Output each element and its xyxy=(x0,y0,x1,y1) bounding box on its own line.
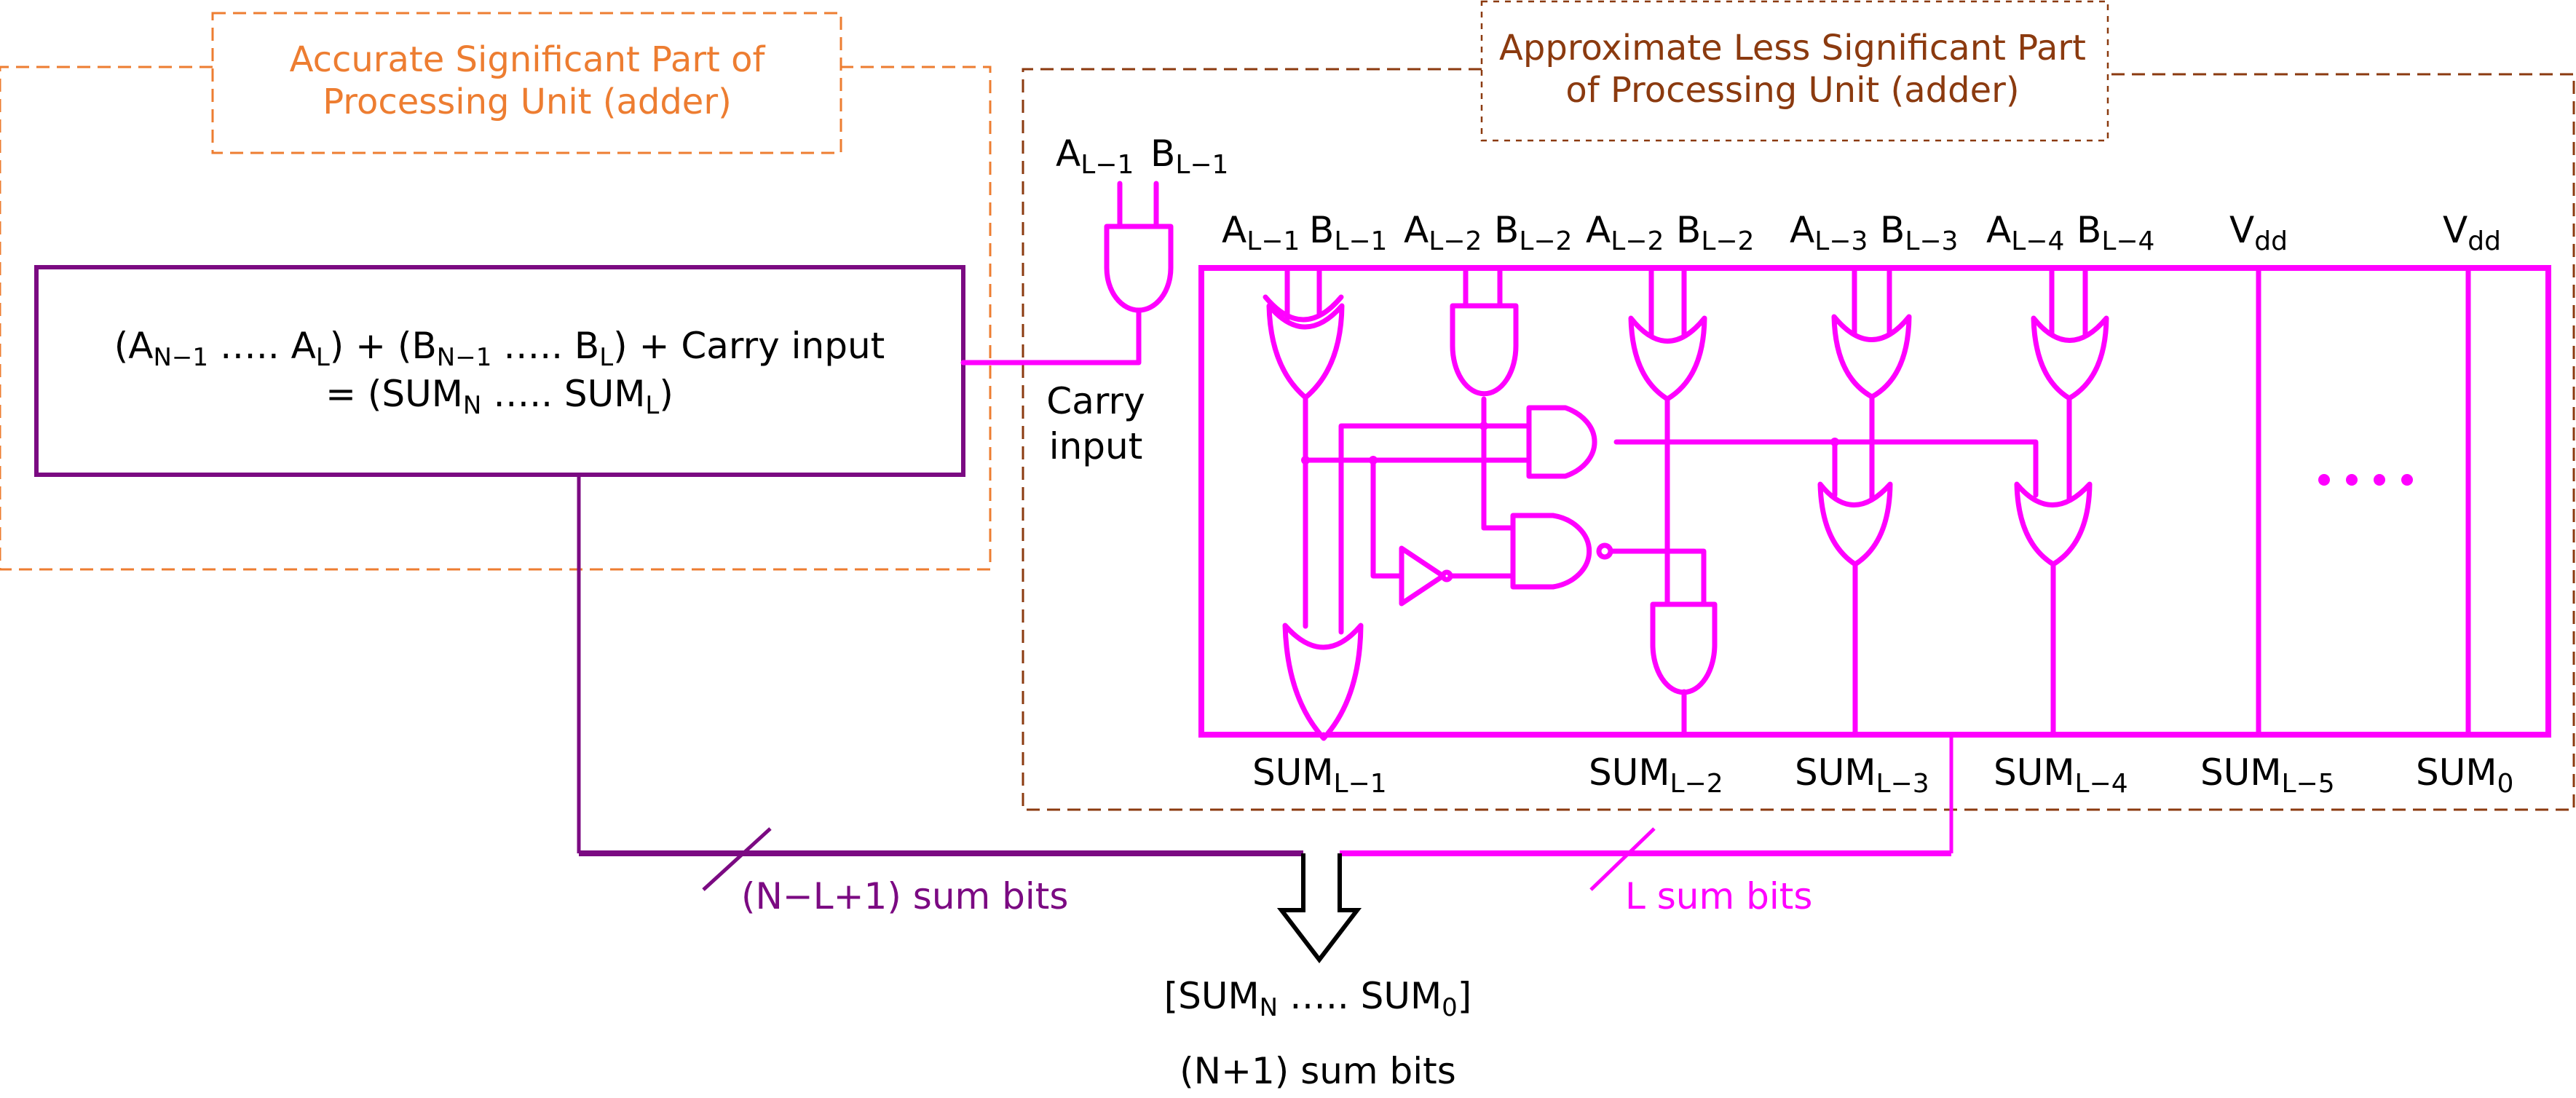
or-gate-icon xyxy=(2014,481,2093,567)
result-label: [SUMN​ ….. SUM0​] xyxy=(1164,975,1472,1022)
ellipsis-dot xyxy=(2318,474,2330,486)
bus-slash-accurate xyxy=(702,827,772,891)
carry-and-gate: AL−1​ BL−1​ Carry input xyxy=(960,133,1228,467)
top-input-label: AL−2​ xyxy=(1586,209,1664,256)
sum-output-label: SUML−5​ xyxy=(2200,751,2335,799)
or-gate-icon xyxy=(1831,314,1912,400)
bus-label-accurate: (N−L+1) sum bits xyxy=(741,875,1068,917)
and-gate-icon xyxy=(1650,601,1718,695)
nand-gate-icon xyxy=(1510,513,1592,590)
ellipsis-dot xyxy=(2401,474,2413,486)
carry-label-line1: Carry xyxy=(1046,380,1145,422)
top-input-label: AL−2​ xyxy=(1404,209,1482,256)
ellipsis-dot xyxy=(2374,474,2385,486)
top-input-label: AL−1​ xyxy=(1222,209,1300,256)
carry-input-label-a: AL−1​ xyxy=(1056,133,1134,180)
accurate-label-line1: Accurate Significant Part of xyxy=(290,39,766,80)
approximate-label-line1: Approximate Less Significant Part xyxy=(1499,28,2086,68)
approximate-circuit: AL−1​BL−1​ AL−2​ BL−2​ AL−2​ BL−2​ AL−3​ BL−3​… xyxy=(1198,209,2551,799)
sum-output-label: SUML−3​ xyxy=(1795,751,1929,799)
carry-input-label-b: BL−1​ xyxy=(1150,133,1228,180)
accurate-region: Accurate Significant Part of Processing … xyxy=(0,12,992,571)
sum-output-labels: SUML−1​ SUML−2​ SUML−3​ SUML−4​ SUML−5​ SUM0​ xyxy=(1252,751,2513,799)
result-bits-label: (N+1) sum bits xyxy=(1180,1050,1456,1092)
or-gate-icon xyxy=(1282,623,1364,741)
xor-gate-icon xyxy=(1266,303,1345,400)
sum-output-label: SUML−4​ xyxy=(1994,751,2128,799)
bus-slash-approximate xyxy=(1589,827,1656,891)
sum-output-label: SUML−1​ xyxy=(1252,751,1387,799)
carry-label-line2: input xyxy=(1049,425,1143,467)
top-input-label: BL−3​ xyxy=(1880,209,1958,256)
top-input-label: BL−2​ xyxy=(1494,209,1572,256)
accurate-region-border xyxy=(0,66,992,571)
ellipsis-dots xyxy=(2318,474,2413,486)
top-input-label: BL−1​ xyxy=(1309,209,1387,256)
top-input-labels: AL−1​BL−1​ AL−2​ BL−2​ AL−2​ BL−2​ AL−3​ BL−3​… xyxy=(1222,209,2501,256)
or-gate-icon xyxy=(2031,315,2109,401)
accurate-label-line2: Processing Unit (adder) xyxy=(323,82,732,122)
circuit-rail-box xyxy=(1198,265,2551,738)
or-gate-icon xyxy=(1817,481,1893,567)
top-input-label: AL−3​ xyxy=(1790,209,1868,256)
approximate-label-line2: of Processing Unit (adder) xyxy=(1565,70,2019,111)
top-input-label: AL−4​ xyxy=(1986,209,2064,256)
approximate-label-box xyxy=(1480,0,2109,142)
or-gate-icon xyxy=(1628,315,1707,402)
and-gate-icon xyxy=(1104,224,1174,313)
ellipsis-dot xyxy=(2346,474,2358,486)
merge-arrow-icon xyxy=(1276,853,1362,963)
output-buses: (N−L+1) sum bits L sum bits [SUMN​ ….. S… xyxy=(577,475,1953,1092)
and-gate-icon xyxy=(1526,405,1597,479)
top-input-label: BL−2​ xyxy=(1676,209,1754,256)
approximate-region: Approximate Less Significant Part of Pro… xyxy=(1022,0,2575,811)
sum-output-label: SUML−2​ xyxy=(1589,751,1723,799)
not-gate-icon xyxy=(1399,545,1446,607)
sum-output-label: SUM0​ xyxy=(2416,751,2513,799)
accurate-adder-box xyxy=(34,265,965,477)
top-input-label: BL−4​ xyxy=(2077,209,2154,256)
top-input-label: Vdd​ xyxy=(2443,209,2501,256)
accurate-label-box xyxy=(211,12,842,154)
adder-equation-line1: (AN−1​ ….. AL​) + (BN−1​ ….. BL​) + Carr… xyxy=(114,325,885,372)
bus-label-approximate: L sum bits xyxy=(1625,875,1812,917)
adder-equation-line2: = (SUMN​ ….. SUML​) xyxy=(325,373,673,420)
and-gate-icon xyxy=(1450,303,1519,397)
top-input-label: Vdd​ xyxy=(2229,209,2288,256)
